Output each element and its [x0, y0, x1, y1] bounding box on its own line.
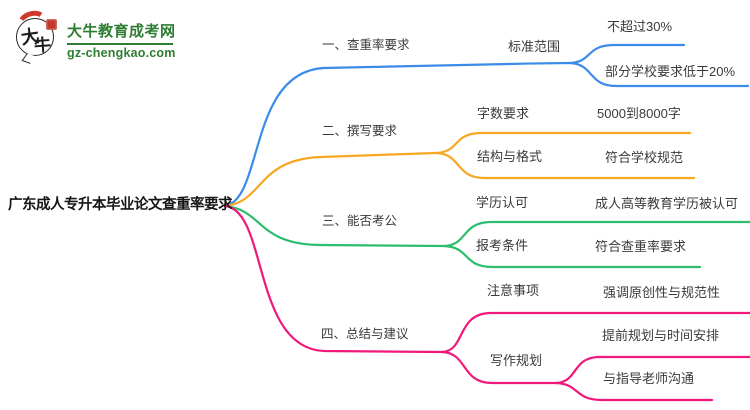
daniu-bull-bubble-icon: 大 牛	[14, 7, 61, 64]
branch-3-label: 三、能否考公	[322, 214, 398, 228]
logo-divider	[67, 43, 173, 45]
branch-4-child-2-leaf-2: 与指导老师沟通	[603, 371, 695, 386]
logo-text-block: 大牛教育成考网 gz-chengkao.com	[67, 12, 176, 60]
logo-char-niu: 牛	[33, 35, 52, 57]
red-seal-stamp-icon	[46, 19, 57, 30]
branch-3-lines	[223, 204, 750, 269]
branch-4-child-2-leaf-1: 提前规划与时间安排	[602, 328, 720, 343]
branch-1-lines	[223, 43, 750, 208]
branch-4-child-1-leaf: 强调原创性与规范性	[603, 285, 721, 300]
branch-4-lines	[223, 204, 750, 402]
logo-site-name: 大牛教育成考网	[67, 23, 176, 40]
branch-3-child-1-label: 学历认可	[476, 195, 529, 210]
branch-2-label: 二、撰写要求	[322, 124, 398, 138]
root-topic: 广东成人专升本毕业论文查重率要求	[8, 197, 233, 213]
branch-1-child-1-label: 标准范围	[508, 39, 561, 54]
site-logo[interactable]: 大 牛 大牛教育成考网 gz-chengkao.com	[14, 7, 176, 64]
branch-4-child-2-label: 写作规划	[490, 353, 543, 368]
branch-3-child-1-leaf: 成人高等教育学历被认可	[595, 196, 739, 211]
branch-3-child-2-leaf: 符合查重率要求	[595, 239, 687, 254]
branch-1-leaf-1: 不超过30%	[607, 19, 673, 34]
branch-1-label: 一、查重率要求	[322, 38, 410, 52]
branch-3-child-2-label: 报考条件	[476, 238, 529, 253]
branch-2-child-2-leaf: 符合学校规范	[605, 150, 684, 165]
logo-site-domain: gz-chengkao.com	[67, 46, 176, 60]
branch-2-lines	[223, 131, 696, 208]
branch-2-child-1-leaf: 5000到8000字	[597, 106, 681, 121]
branch-4-child-1-label: 注意事项	[487, 283, 540, 298]
branch-2-child-1-label: 字数要求	[477, 106, 530, 121]
branch-2-child-2-label: 结构与格式	[477, 149, 543, 164]
branch-4-label: 四、总结与建议	[321, 327, 409, 341]
branch-1-leaf-2: 部分学校要求低于20%	[605, 64, 736, 79]
